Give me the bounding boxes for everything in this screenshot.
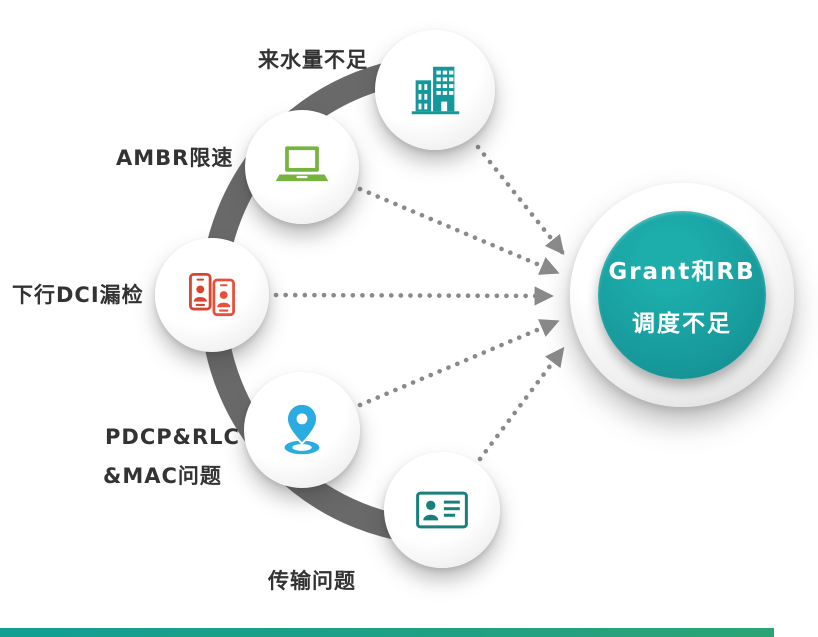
node-transport-issue (384, 452, 500, 568)
id-card-icon (416, 491, 468, 529)
dotted-arrow-5 (477, 346, 565, 462)
node-ambr-limit (245, 110, 359, 224)
center-node: Grant和RB 调度不足 (570, 183, 794, 407)
location-pin-icon (284, 402, 320, 455)
dotted-arrow-3 (273, 286, 554, 306)
node-label-water-inflow: 来水量不足 (258, 48, 368, 72)
center-label-line2: 调度不足 (632, 311, 732, 337)
center-label-line1: Grant和RB (608, 259, 756, 285)
node-label-transport-issue: 传输问题 (268, 569, 356, 593)
dotted-arrow-4 (357, 319, 560, 408)
node-label-mac: &MAC问题 (103, 464, 222, 488)
node-label-ambr-limit: AMBR限速 (116, 146, 234, 170)
laptop-icon (275, 146, 329, 182)
phones-icon (189, 272, 235, 317)
node-downlink-dci-miss (155, 238, 269, 352)
node-pdcp-rlc-mac (244, 372, 360, 488)
node-label-downlink-dci-miss: 下行DCI漏检 (12, 283, 144, 307)
dotted-arrow-1 (475, 144, 565, 256)
building-icon (411, 66, 460, 115)
bottom-accent-bar (0, 628, 774, 637)
dotted-arrow-2 (357, 186, 560, 275)
node-water-inflow (375, 30, 495, 150)
center-node-inner: Grant和RB 调度不足 (598, 211, 766, 379)
node-label-pdcp-rlc: PDCP&RLC (105, 425, 240, 449)
